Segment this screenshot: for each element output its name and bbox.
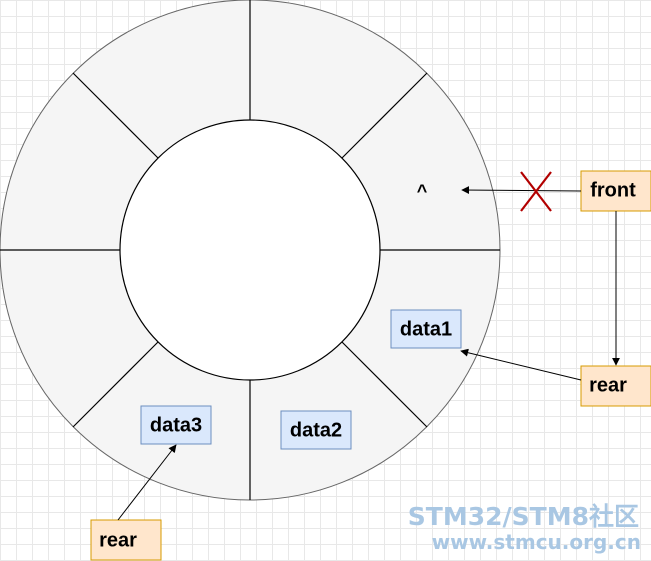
front-pointer-box: front (580, 170, 651, 212)
front-pointer-label: front (590, 179, 636, 201)
watermark-line-1: STM32/STM8社区 (408, 502, 639, 531)
invalid-cross-icon (520, 171, 552, 212)
rear-to-data1-arrow (460, 348, 582, 381)
ring-dividers (0, 0, 500, 500)
rear-pointer-label-bottom: rear (99, 529, 137, 551)
rear-pointer-box-right: rear (580, 365, 651, 407)
front-to-slot-arrow (461, 186, 582, 195)
inner-hole (119, 119, 381, 381)
data3-label: data3 (150, 414, 202, 436)
rear-to-data3-arrow (117, 444, 177, 521)
data3-cell: data3 (140, 405, 212, 445)
pointer-arrows (117, 186, 620, 521)
front-caret-label: ^ (417, 181, 428, 201)
data2-label: data2 (290, 419, 342, 441)
watermark-line-2: www.stmcu.org.cn (432, 530, 641, 554)
data2-cell: data2 (280, 410, 352, 450)
data1-label: data1 (400, 318, 452, 340)
rear-pointer-box-bottom: rear (90, 519, 162, 561)
data1-cell: data1 (390, 309, 462, 349)
rear-pointer-label-right: rear (589, 374, 627, 396)
